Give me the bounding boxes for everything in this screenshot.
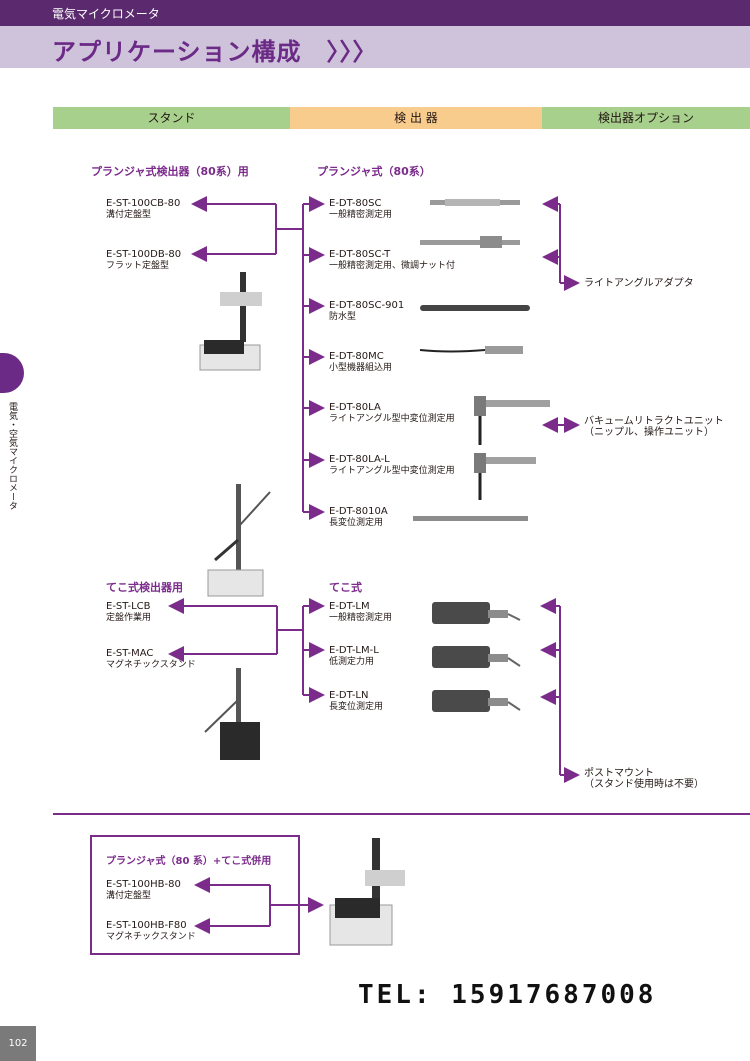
detector-desc: 一般精密測定用: [329, 210, 393, 220]
stand-code: E-ST-LCB: [106, 601, 151, 612]
stand-plunger-heading: プランジャ式検出器（80系）用: [91, 165, 249, 178]
detector-80sc-t-image: [420, 236, 520, 248]
detector-item: E-DT-LM 一般精密測定用: [329, 601, 392, 624]
detector-item: E-DT-8010A 長変位測定用: [329, 506, 388, 529]
stand-code: E-ST-100CB-80: [106, 198, 181, 209]
combo-heading: プランジャ式（80 系）+てこ式併用: [106, 856, 272, 867]
combo-desc: マグネチックスタンド: [106, 932, 196, 942]
detector-code: E-DT-80MC: [329, 351, 384, 362]
detector-80la-image: [474, 396, 550, 445]
column-header-detector: 検 出 器: [290, 107, 542, 129]
combo-desc: 溝付定盤型: [106, 891, 152, 901]
combo-code: E-ST-100HB-80: [106, 879, 181, 890]
option-vacuum-note: （ニップル、操作ユニット）: [584, 427, 714, 438]
detector-ln-image: [432, 690, 521, 712]
stand-item-lcb: E-ST-LCB 定盤作業用: [106, 601, 151, 624]
detector-80mc-image: [419, 346, 523, 354]
detector-lm-image: [432, 602, 521, 624]
stand-lcb-image: [207, 484, 271, 597]
detector-desc: 長変位測定用: [329, 702, 384, 712]
section-tab-label: 電気・空気マイクロメータ: [7, 402, 17, 510]
detector-code: E-DT-80LA-L: [329, 454, 390, 465]
option-post-mount: ポストマウント （スタンド使用時は不要）: [584, 768, 704, 790]
detector-item: E-DT-80LA ライトアングル型中変位測定用: [329, 402, 455, 425]
stand-item-100cb: E-ST-100CB-80 溝付定盤型: [106, 198, 180, 221]
detector-item: E-DT-80SC-901 防水型: [329, 300, 404, 323]
detector-desc: 低測定力用: [329, 657, 375, 667]
column-header-stand: スタンド: [53, 107, 290, 129]
detector-lever-heading: てこ式: [329, 581, 362, 594]
detector-8010a-image: [413, 516, 528, 521]
option-vacuum-label: バキュームリトラクトユニット: [584, 416, 724, 427]
detector-item: E-DT-LN 長変位測定用: [329, 690, 383, 713]
detector-80la-l-image: [474, 453, 536, 500]
stand-code: E-ST-MAC: [106, 648, 154, 659]
detector-code: E-DT-LM: [329, 601, 370, 612]
detector-80sc-image: [430, 199, 520, 206]
detector-code: E-DT-80LA: [329, 402, 381, 413]
detector-code: E-DT-80SC-T: [329, 249, 391, 260]
detector-item: E-DT-80SC-T 一般精密測定用、微調ナット付: [329, 249, 455, 272]
detector-desc: 長変位測定用: [329, 518, 384, 528]
stand-desc: フラット定盤型: [106, 261, 170, 271]
phone-number: TEL: 15917687008: [358, 980, 657, 1010]
stand-item-100db: E-ST-100DB-80 フラット定盤型: [106, 249, 181, 272]
title-bar: アプリケーション構成 〉〉〉: [0, 26, 750, 68]
stand-desc: 定盤作業用: [106, 613, 152, 623]
detector-desc: 小型機器組込用: [329, 363, 393, 373]
detector-code: E-DT-8010A: [329, 506, 388, 517]
category-label: 電気マイクロメータ: [52, 7, 160, 21]
detector-code: E-DT-80SC: [329, 198, 382, 209]
detector-code: E-DT-80SC-901: [329, 300, 405, 311]
detector-code: E-DT-LM-L: [329, 645, 379, 656]
page-number: 102: [0, 1026, 36, 1061]
stand-item-mac: E-ST-MAC マグネチックスタンド: [106, 648, 196, 671]
stand-code: E-ST-100DB-80: [106, 249, 182, 260]
option-post-label: ポストマウント: [584, 768, 654, 779]
detector-desc: ライトアングル型中変位測定用: [329, 466, 455, 476]
option-vacuum-unit: バキュームリトラクトユニット （ニップル、操作ユニット）: [584, 416, 724, 438]
option-right-angle-adapter: ライトアングルアダプタ: [584, 278, 694, 289]
detector-plunger-heading: プランジャ式（80系）: [317, 165, 431, 178]
detector-item: E-DT-80SC 一般精密測定用: [329, 198, 392, 221]
column-header-option: 検出器オプション: [542, 107, 750, 129]
detector-desc: 防水型: [329, 312, 357, 322]
detector-desc: ライトアングル型中変位測定用: [329, 414, 455, 424]
detector-desc: 一般精密測定用: [329, 613, 393, 623]
combo-item-100hb-f80: E-ST-100HB-F80 マグネチックスタンド: [106, 920, 196, 943]
page-title: アプリケーション構成 〉〉〉: [52, 38, 378, 66]
category-bar: 電気マイクロメータ: [0, 0, 750, 26]
combo-code: E-ST-100HB-F80: [106, 920, 187, 931]
detector-item: E-DT-80LA-L ライトアングル型中変位測定用: [329, 454, 455, 477]
stand-100cb-image: [199, 272, 262, 371]
combo-item-100hb: E-ST-100HB-80 溝付定盤型: [106, 879, 181, 902]
stand-100hb-image: [329, 838, 405, 946]
option-post-note: （スタンド使用時は不要）: [584, 779, 704, 790]
detector-desc: 一般精密測定用、微調ナット付: [329, 261, 456, 271]
stand-lever-heading: てこ式検出器用: [106, 581, 183, 594]
detector-item: E-DT-80MC 小型機器組込用: [329, 351, 392, 374]
stand-mac-image: [204, 668, 260, 760]
stand-desc: マグネチックスタンド: [106, 660, 196, 670]
detector-80sc-901-image: [420, 305, 530, 311]
detector-item: E-DT-LM-L 低測定力用: [329, 645, 379, 668]
detector-code: E-DT-LN: [329, 690, 369, 701]
stand-desc: 溝付定盤型: [106, 210, 152, 220]
detector-lm-l-image: [432, 646, 521, 668]
